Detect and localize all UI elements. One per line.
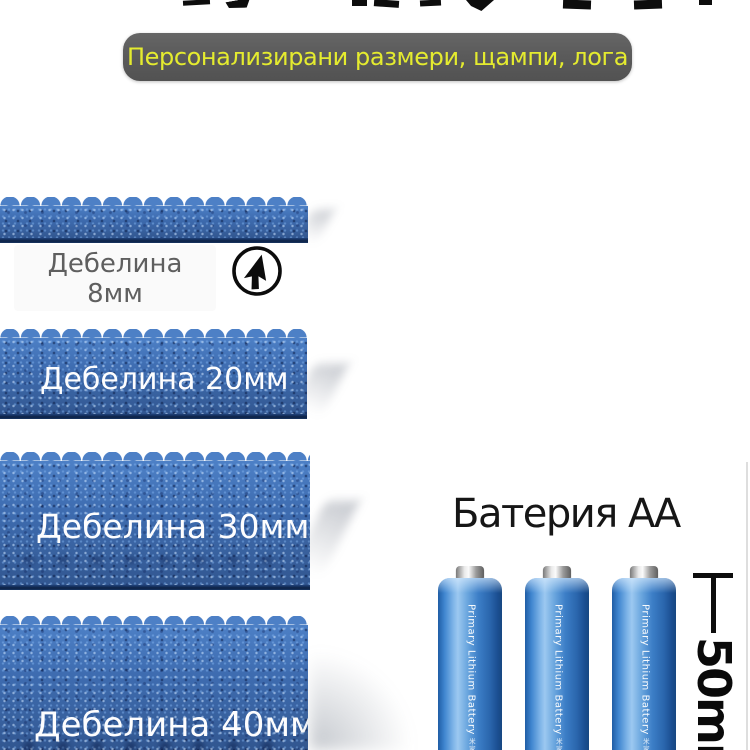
battery-print-en: Primary Lithium Battery <box>552 604 564 735</box>
foam-strip-20mm: Дебелина 20мм <box>0 329 349 427</box>
foam-body: Дебелина 30мм <box>0 461 310 585</box>
thickness-label-line1: Дебелина <box>47 249 183 279</box>
photo-panel-edge <box>746 462 748 750</box>
battery-print-en: Primary Lithium Battery <box>639 604 651 735</box>
battery-print-cjk: 米家超级电池 <box>465 738 476 750</box>
headline-fragment <box>562 0 592 10</box>
embossed-watermark <box>12 733 288 750</box>
foam-body <box>0 206 308 238</box>
battery-print: Primary Lithium Battery 米家超级电池 <box>552 604 563 750</box>
headline-fragment <box>182 0 211 6</box>
foam-strip-30mm: Дебелина 30мм <box>0 452 360 598</box>
battery-terminal <box>630 566 658 579</box>
headline-fragment <box>419 0 442 7</box>
thickness-label-8mm: Дебелина 8мм <box>14 249 216 309</box>
thickness-label-line2: 8мм <box>87 279 143 309</box>
battery-body: Primary Lithium Battery 米家超级电池 <box>438 578 502 750</box>
cast-shadow <box>310 652 410 750</box>
battery-print-cjk: 米家超级电池 <box>639 738 650 750</box>
foam-body: Дебелина 20мм <box>0 338 307 414</box>
headline-fragment <box>699 0 712 5</box>
embossed-watermark <box>12 547 290 573</box>
promo-banner-label: Персонализирани размери, щампи, лога <box>126 43 629 71</box>
headline-fragment <box>466 0 494 11</box>
headline-fragment <box>373 0 400 8</box>
thickness-label-20mm: Дебелина 20мм <box>40 362 289 397</box>
promo-banner: Персонализирани размери, щампи, лога <box>123 33 632 81</box>
battery-print-cjk: 米家超级电池 <box>552 738 563 750</box>
headline-fragment <box>352 0 367 6</box>
headline-fragment <box>633 0 663 10</box>
scalloped-edge <box>0 197 308 206</box>
scalloped-edge <box>0 452 310 461</box>
foam-strip-40mm: Дебелина 40мм <box>0 616 308 750</box>
foam-bottom-edge <box>0 585 310 590</box>
headline-fragment <box>225 0 251 11</box>
dimension-label: 50mm <box>687 637 741 750</box>
battery-print-en: Primary Lithium Battery <box>465 604 477 735</box>
battery-print: Primary Lithium Battery 米家超级电池 <box>639 604 650 750</box>
battery-aa: Primary Lithium Battery 米家超级电池 <box>612 566 676 750</box>
scalloped-edge <box>0 616 308 625</box>
foam-bottom-edge <box>0 414 307 419</box>
foam-strip-8mm <box>0 197 335 251</box>
dimension-line <box>711 575 716 633</box>
battery-terminal <box>456 566 484 579</box>
thickness-label-panel <box>14 245 216 311</box>
battery-print: Primary Lithium Battery 米家超级电池 <box>465 604 476 750</box>
battery-aa: Primary Lithium Battery 米家超级电池 <box>525 566 589 750</box>
thickness-label-30mm: Дебелина 30мм <box>36 507 310 546</box>
cursor-pointer-icon <box>228 243 286 301</box>
battery-body: Primary Lithium Battery 米家超级电池 <box>525 578 589 750</box>
battery-terminal <box>543 566 571 579</box>
battery-section-title: Батерия АА <box>452 491 681 537</box>
scalloped-edge <box>0 329 307 338</box>
foam-body: Дебелина 40мм <box>0 625 308 750</box>
foam-bottom-edge <box>0 238 308 243</box>
battery-aa: Primary Lithium Battery 米家超级电池 <box>438 566 502 750</box>
battery-body: Primary Lithium Battery 米家超级电池 <box>612 578 676 750</box>
